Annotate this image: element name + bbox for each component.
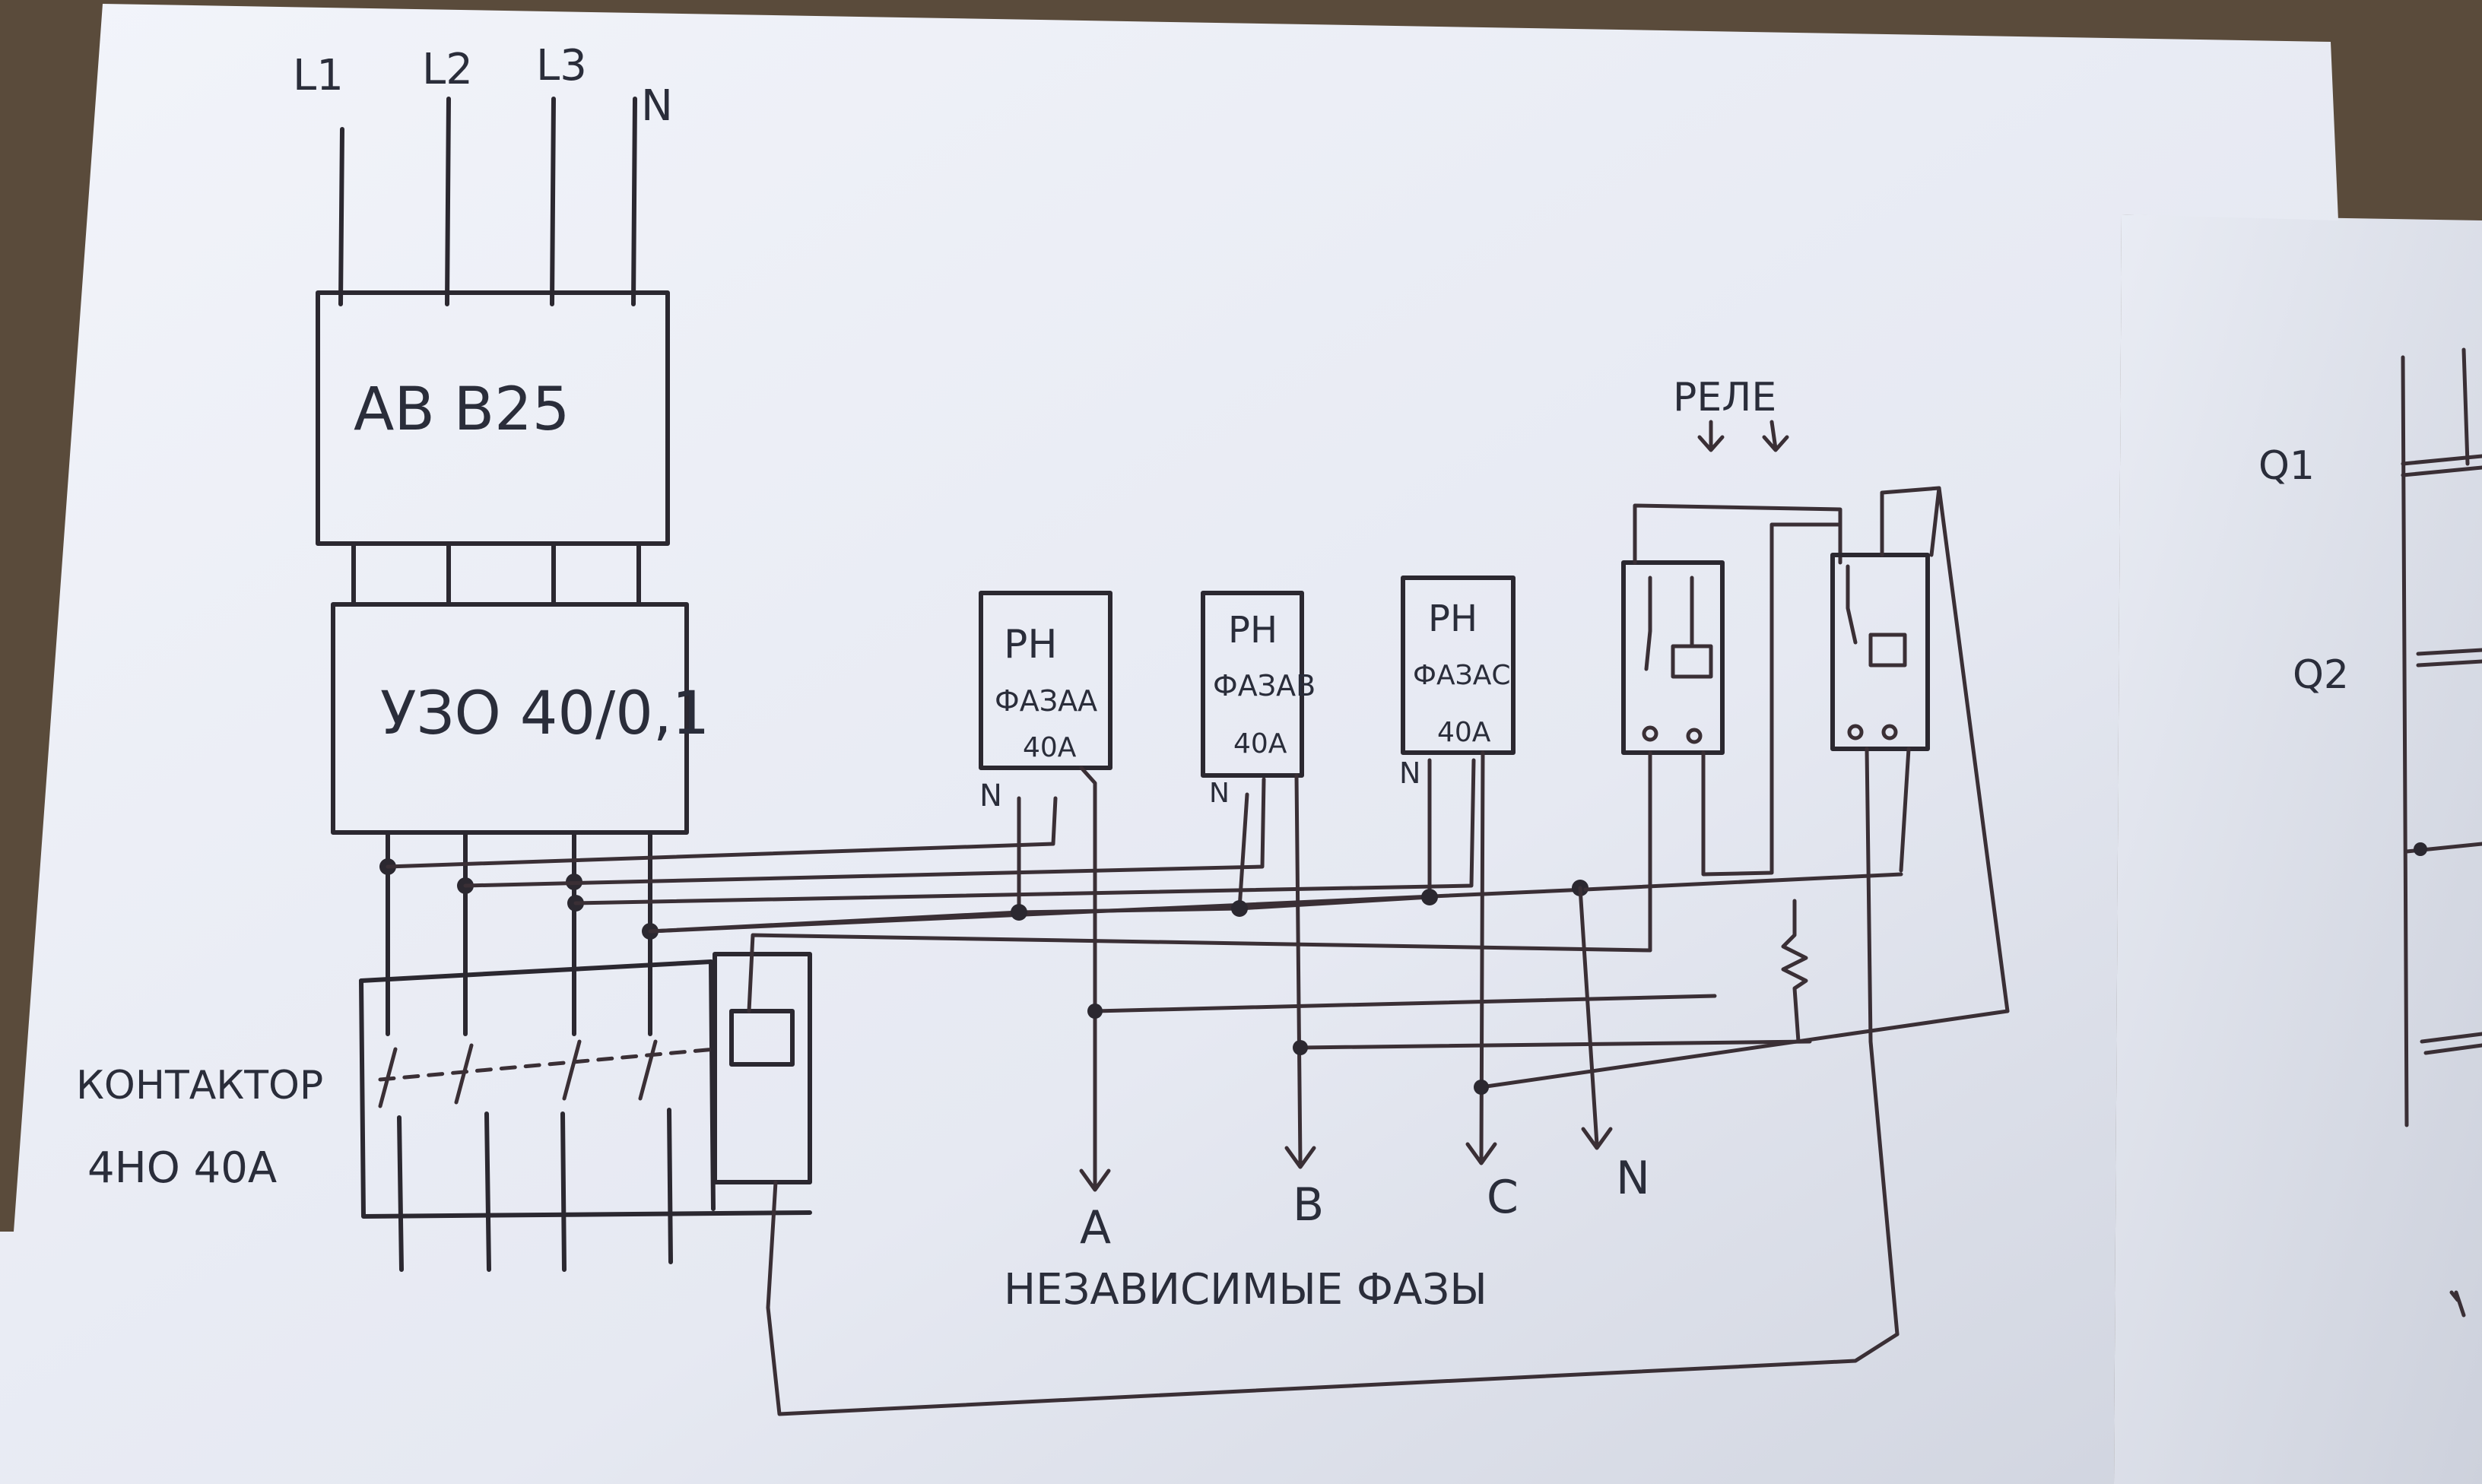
distribution-lines xyxy=(1087,872,2010,1095)
output-c: С xyxy=(1487,1171,1519,1224)
label-q2: Q2 xyxy=(2293,652,2349,698)
relay-b-box xyxy=(1201,591,1304,778)
relay-a-out xyxy=(1079,766,1097,1188)
caption-independent-phases: НЕЗАВИСИМЫЕ ФАЗЫ xyxy=(1004,1265,1487,1314)
label-l2: L2 xyxy=(422,45,473,94)
breaker-rcd-links xyxy=(351,541,641,607)
contactor xyxy=(359,952,812,1272)
relay-b-out xyxy=(1294,773,1303,1165)
relay-a-box xyxy=(979,591,1112,770)
relay-a-title: РН xyxy=(1004,622,1057,667)
relay-b-title: РН xyxy=(1228,609,1278,652)
relay-arrow-1 xyxy=(1697,420,1725,452)
relay-c-box xyxy=(1401,576,1516,755)
relay-to-contactor xyxy=(747,933,1652,1013)
second-sheet xyxy=(2114,214,2482,1484)
output-a: А xyxy=(1080,1201,1111,1254)
relay-a-phase: ФАЗАА xyxy=(995,684,1097,718)
relay-arrow-2 xyxy=(1762,420,1789,452)
label-q1: Q1 xyxy=(2258,443,2315,489)
label-l1: L1 xyxy=(293,51,344,100)
output-b: В xyxy=(1293,1178,1324,1232)
small-resistor xyxy=(1781,899,1808,1044)
neutral-arrow xyxy=(1581,1127,1613,1150)
relay-c-phase: ФАЗАС xyxy=(1413,660,1510,691)
second-sheet-drawing xyxy=(2401,347,2482,1318)
relay-block-2 xyxy=(1830,486,2010,1044)
breaker-label: AB B25 xyxy=(354,376,570,444)
relay-c-title: РН xyxy=(1428,598,1477,640)
contactor-label-2: 4НО 40А xyxy=(87,1143,277,1193)
label-l3: L3 xyxy=(536,41,587,90)
return-loop xyxy=(766,1180,1900,1416)
relay-block-1 xyxy=(1621,503,1842,953)
relay-a-arrow xyxy=(1079,1168,1111,1192)
output-n: N xyxy=(1616,1152,1650,1205)
relay-b-current: 40А xyxy=(1233,728,1287,759)
neutral-out xyxy=(1578,886,1599,1146)
relay-b-arrow xyxy=(1284,1146,1316,1169)
relay-a-current: 40А xyxy=(1023,732,1077,763)
relay-a-n: N xyxy=(979,778,1002,813)
relay-b-phase: ФАЗАВ xyxy=(1213,669,1316,702)
rcd-label: УЗО 40/0,1 xyxy=(380,680,709,748)
relay-c-out xyxy=(1479,750,1485,1162)
relay-c-current: 40А xyxy=(1437,717,1491,748)
relay-c-arrow xyxy=(1465,1142,1497,1165)
breaker-box xyxy=(316,290,670,546)
relay-block-label: РЕЛЕ xyxy=(1673,375,1776,420)
main-sheet xyxy=(0,4,2338,1484)
rcd-box xyxy=(331,602,689,835)
label-n-top: N xyxy=(641,81,673,131)
relay-c-n: N xyxy=(1399,756,1420,790)
supply-lines xyxy=(338,97,637,306)
contactor-label-1: КОНТАКТОР xyxy=(76,1063,323,1108)
relay-b-n: N xyxy=(1209,778,1230,809)
relay-2-down xyxy=(1868,1039,1900,1337)
